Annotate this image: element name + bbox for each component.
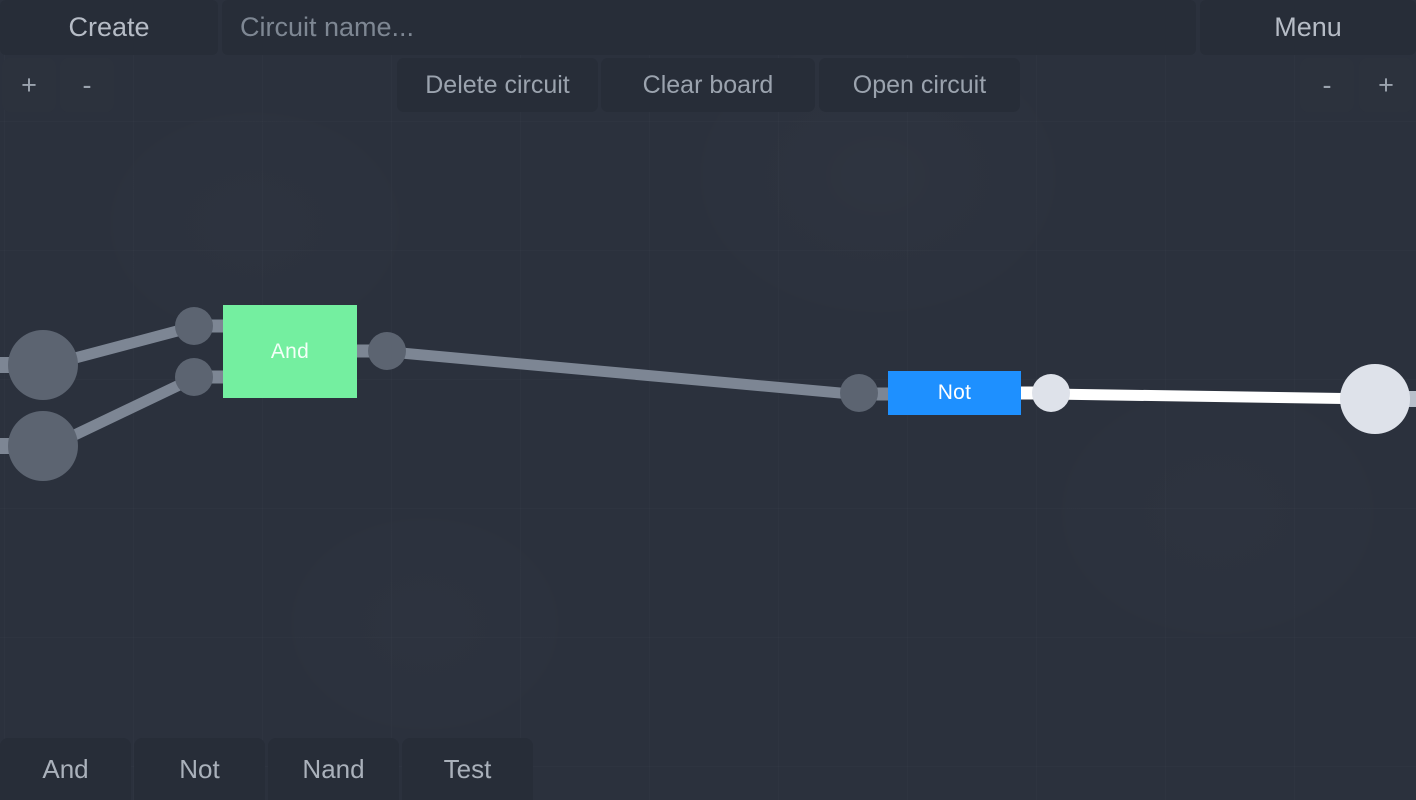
and-gate-input-pin-2[interactable]	[175, 358, 213, 396]
gate-not-label: Not	[937, 381, 972, 404]
gate-palette: And Not Nand Test	[0, 738, 533, 800]
output-node[interactable]	[1340, 364, 1410, 434]
not-gate-input-pin[interactable]	[840, 374, 878, 412]
gate-not[interactable]: Not	[888, 371, 1021, 415]
delete-circuit-button[interactable]: Delete circuit	[397, 58, 598, 112]
circuit-name-input[interactable]	[222, 0, 1196, 55]
create-button[interactable]: Create	[0, 0, 218, 55]
menu-button[interactable]: Menu	[1200, 0, 1416, 55]
top-toolbar: Create Menu	[0, 0, 1416, 57]
not-gate-output-pin[interactable]	[1032, 374, 1070, 412]
secondary-toolbar: + - Delete circuit Clear board Open circ…	[0, 58, 1416, 112]
open-circuit-button[interactable]: Open circuit	[819, 58, 1020, 112]
palette-item-nand[interactable]: Nand	[268, 738, 399, 800]
and-gate-output-pin[interactable]	[368, 332, 406, 370]
input-node-a[interactable]	[8, 330, 78, 400]
scale-up-button[interactable]: +	[1359, 58, 1413, 112]
palette-item-and[interactable]: And	[0, 738, 131, 800]
palette-item-test[interactable]: Test	[402, 738, 533, 800]
input-node-b[interactable]	[8, 411, 78, 481]
clear-board-button[interactable]: Clear board	[601, 58, 815, 112]
palette-item-not[interactable]: Not	[134, 738, 265, 800]
zoom-in-button[interactable]: +	[2, 58, 56, 112]
gate-and-label: And	[270, 339, 310, 363]
zoom-out-button[interactable]: -	[60, 58, 114, 112]
and-gate-input-pin-1[interactable]	[175, 307, 213, 345]
scale-down-button[interactable]: -	[1300, 58, 1354, 112]
gate-and[interactable]: And	[223, 305, 357, 398]
